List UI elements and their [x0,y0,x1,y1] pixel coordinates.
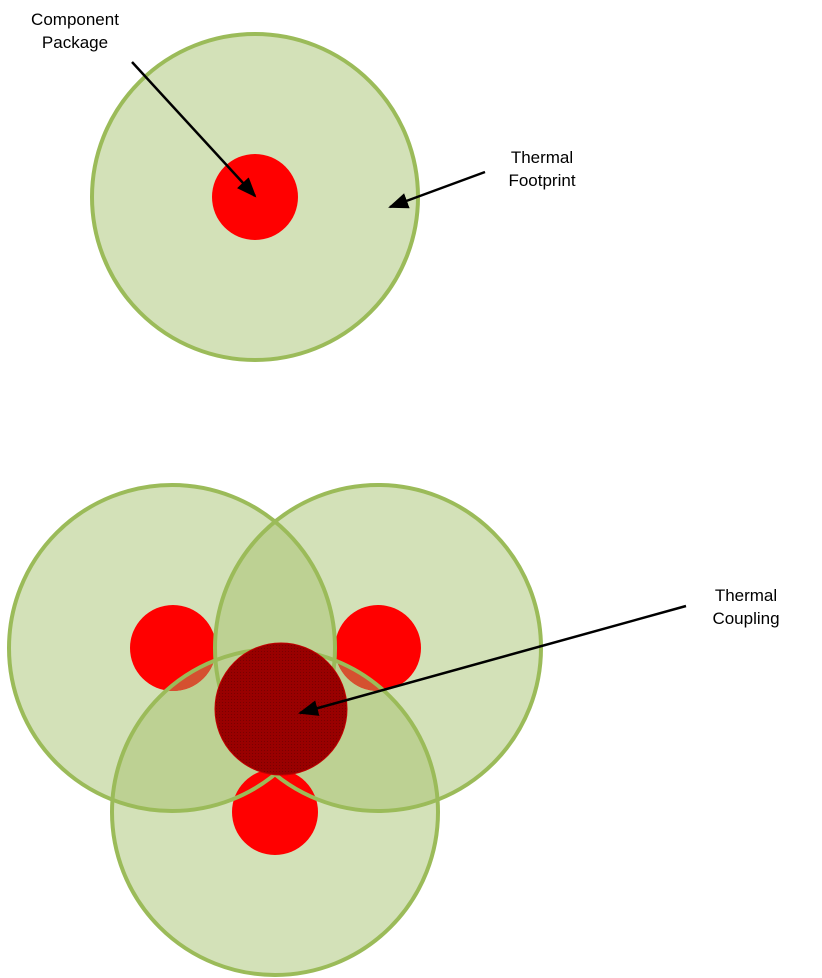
thermal-footprint-label-line1: Thermal [510,148,574,167]
component-package-circle [212,154,298,240]
component-package-label-line1: Component [31,10,119,29]
thermal-coupling-label: Thermal Coupling [694,584,798,630]
component-package-label: Component Package [14,8,136,54]
thermal-coupling-label-line1: Thermal [714,586,778,605]
thermal-coupling-label-line2: Coupling [712,609,780,628]
component-package-arrow [131,61,257,198]
coupled-components-diagram [7,483,687,977]
thermal-coupling-arrow [298,604,687,716]
component-package-label-line2: Package [41,33,109,52]
component-package-bottom [232,769,318,855]
single-component-diagram [90,32,486,362]
thermal-coupling-circle [214,642,348,776]
thermal-footprint-arrow [388,170,486,209]
thermal-footprint-label-line2: Footprint [508,171,576,190]
thermal-footprint-label: Thermal Footprint [490,146,594,192]
